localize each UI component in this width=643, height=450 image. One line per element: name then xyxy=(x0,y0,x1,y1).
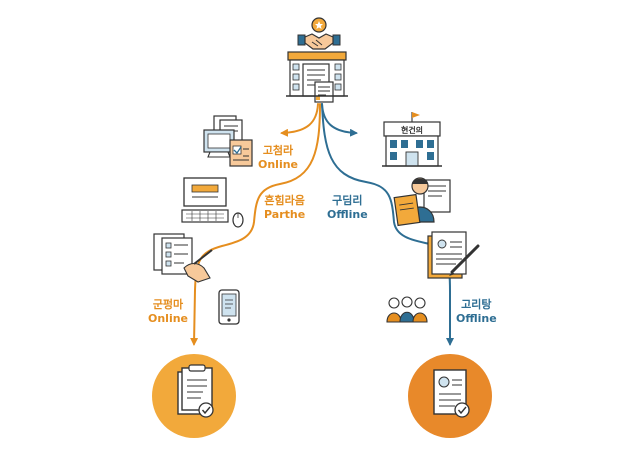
approved-profile-document-icon xyxy=(408,354,492,438)
label-bottom-right: 고리탕 Offline xyxy=(456,298,497,326)
government-building-icon: 현건의 xyxy=(382,112,442,167)
building-sign: 현건의 xyxy=(401,125,423,135)
label-center-left-ko: 흔힘라음 xyxy=(264,194,305,207)
label-bottom-left: 군펑마 Online xyxy=(148,298,188,326)
document-signing-icon xyxy=(427,231,480,279)
label-center-left-en: Parthe xyxy=(264,208,306,221)
label-bottom-left-en: Online xyxy=(148,312,189,325)
path-top-right xyxy=(321,103,358,137)
people-group-icon xyxy=(386,296,428,323)
office-building-icon xyxy=(286,51,348,103)
desktop-documents-icon xyxy=(203,115,253,167)
label-center-left: 흔힘라음 Parthe xyxy=(264,194,305,222)
form-checklist-hand-icon xyxy=(153,233,213,283)
label-top-left-ko: 고첨라 xyxy=(262,144,294,157)
smartphone-icon xyxy=(218,289,240,325)
path-main-left xyxy=(190,103,321,346)
computer-keyboard-mouse-icon xyxy=(181,177,244,228)
person-documents-icon xyxy=(393,177,451,227)
label-bottom-left-ko: 군펑마 xyxy=(152,298,184,311)
handshake-icon xyxy=(297,17,341,50)
label-center-right-ko: 구딤리 xyxy=(332,194,363,207)
label-top-left-en: Online xyxy=(258,158,299,171)
approved-document-icon xyxy=(152,354,236,438)
label-bottom-right-ko: 고리탕 xyxy=(461,298,492,311)
label-bottom-right-en: Offline xyxy=(456,312,497,325)
label-top-left: 고첨라 Online xyxy=(258,144,298,172)
label-center-right-en: Offline xyxy=(327,208,368,221)
path-top-left xyxy=(280,103,319,137)
label-center-right: 구딤리 Offline xyxy=(327,194,368,222)
